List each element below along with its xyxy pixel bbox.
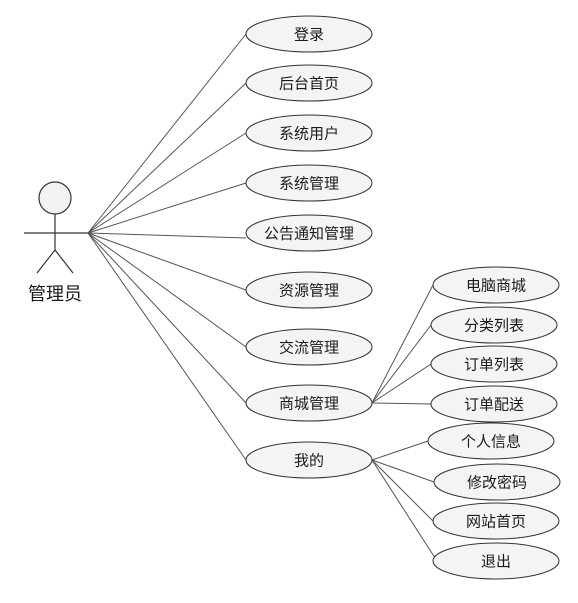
use-case-label: 交流管理	[279, 339, 339, 357]
actor-connectors	[87, 33, 247, 461]
use-case-system-users: 系统用户	[245, 114, 373, 152]
use-case-order-list: 订单列表	[430, 345, 558, 383]
use-case-resource-manage: 资源管理	[245, 271, 373, 309]
mall-connectors	[371, 284, 434, 405]
use-case-label: 登录	[294, 26, 324, 44]
actor-figure: 管理员	[24, 181, 88, 305]
use-case-category-list: 分类列表	[430, 306, 558, 344]
use-case-system-manage: 系统管理	[245, 164, 373, 202]
use-case-label: 网站首页	[466, 513, 526, 531]
use-case-label: 个人信息	[461, 433, 521, 451]
use-case-label: 分类列表	[464, 317, 524, 335]
use-case-label: 订单配送	[464, 396, 524, 414]
actor-head	[38, 181, 72, 215]
use-case-admin-home: 后台首页	[245, 64, 373, 102]
use-case-label: 系统用户	[279, 125, 339, 143]
use-case-mall-manage: 商城管理	[245, 384, 373, 422]
actor-label: 管理员	[28, 284, 82, 305]
use-case-label: 修改密码	[467, 474, 527, 492]
use-case-label: 退出	[481, 553, 511, 571]
use-case-order-delivery: 订单配送	[430, 385, 558, 423]
use-case-label: 公告通知管理	[264, 225, 354, 243]
use-case-computer-mall: 电脑商城	[432, 266, 560, 304]
use-case-change-password: 修改密码	[433, 463, 561, 501]
use-case-label: 电脑商城	[466, 277, 526, 295]
use-case-label: 后台首页	[279, 75, 339, 93]
use-case-logout: 退出	[432, 542, 560, 580]
actor-right-leg	[54, 249, 74, 274]
use-case-label: 商城管理	[279, 395, 339, 413]
actor-left-leg	[36, 249, 56, 274]
use-case-label: 资源管理	[279, 282, 339, 300]
use-case-personal-info: 个人信息	[427, 422, 555, 460]
use-case-label: 订单列表	[464, 356, 524, 374]
mine-connectors	[371, 440, 438, 562]
use-case-label: 系统管理	[279, 175, 339, 193]
use-case-mine: 我的	[245, 441, 373, 479]
use-case-exchange-manage: 交流管理	[245, 328, 373, 366]
use-case-notice-manage: 公告通知管理	[245, 214, 373, 252]
use-case-site-home: 网站首页	[432, 502, 560, 540]
use-case-login: 登录	[245, 15, 373, 53]
use-case-label: 我的	[294, 452, 324, 470]
